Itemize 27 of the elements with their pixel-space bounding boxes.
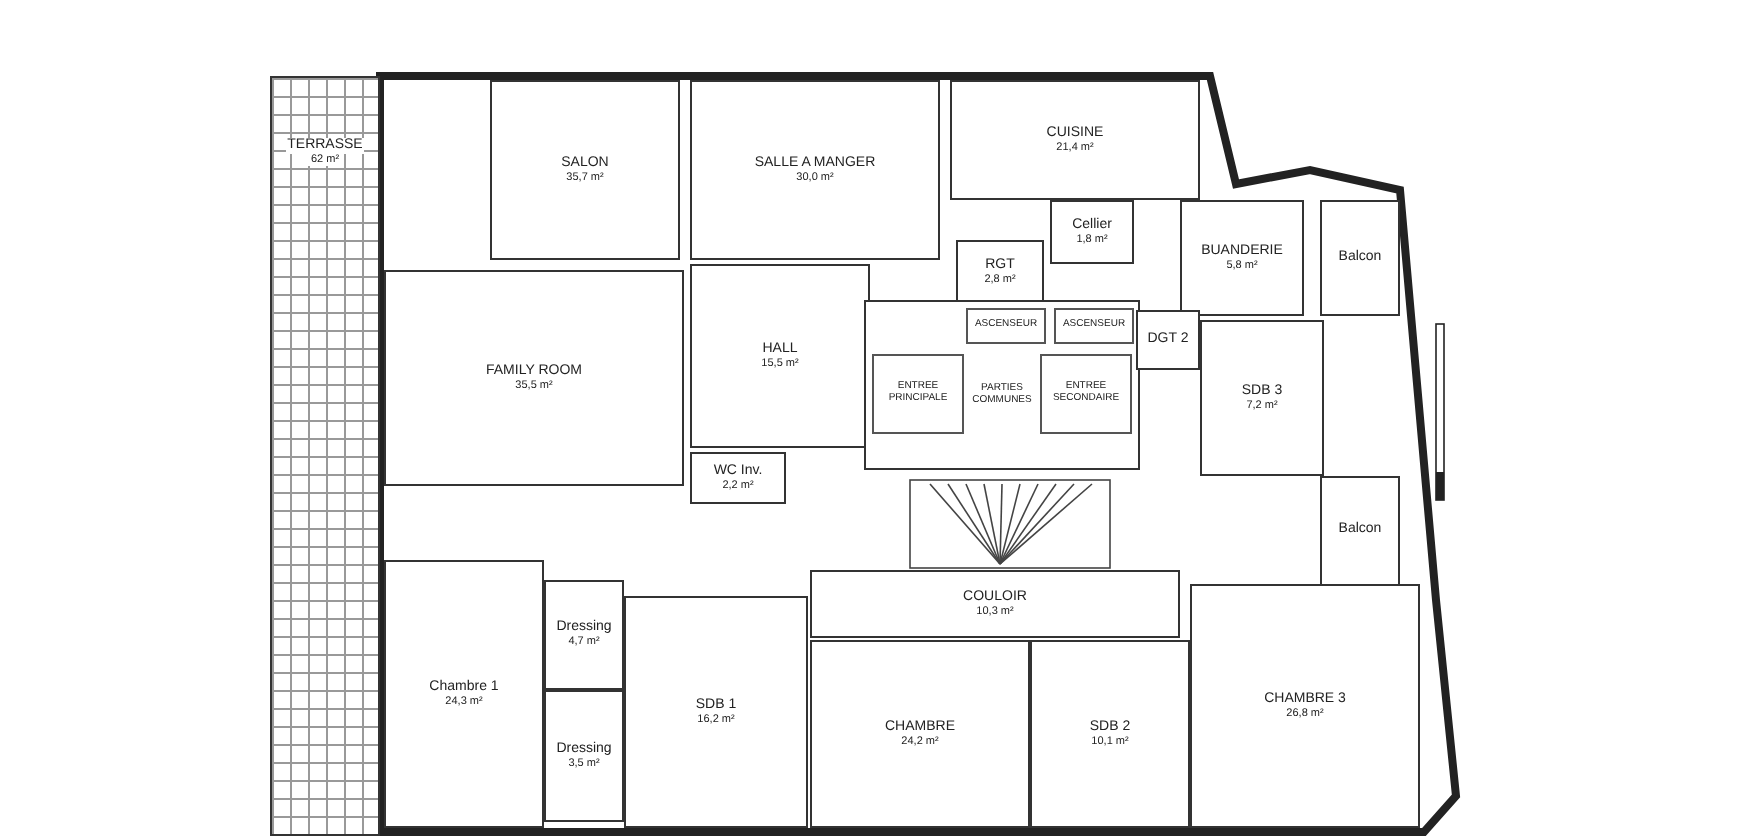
- room: [490, 80, 680, 260]
- room: [690, 452, 786, 504]
- room: [1320, 200, 1400, 316]
- room-area-zone: [872, 354, 964, 434]
- room: [624, 596, 808, 828]
- room: [384, 270, 684, 486]
- room: [1030, 640, 1190, 828]
- room: [544, 580, 624, 690]
- room: [1180, 200, 1304, 316]
- terrace: [270, 76, 380, 836]
- room: [864, 300, 1140, 470]
- room-area-zone: [1054, 308, 1134, 344]
- room: [1320, 476, 1400, 586]
- room: [810, 640, 1030, 828]
- room: [1190, 584, 1420, 828]
- room: [384, 560, 544, 828]
- room-area-zone: [1040, 354, 1132, 434]
- room: [544, 690, 624, 822]
- room: [690, 264, 870, 448]
- room: [690, 80, 940, 260]
- room: [956, 240, 1044, 304]
- room: [1136, 310, 1200, 370]
- room-area-zone: [966, 308, 1046, 344]
- room: [810, 570, 1180, 638]
- room: [950, 80, 1200, 200]
- room: [1050, 200, 1134, 264]
- room: [1200, 320, 1324, 476]
